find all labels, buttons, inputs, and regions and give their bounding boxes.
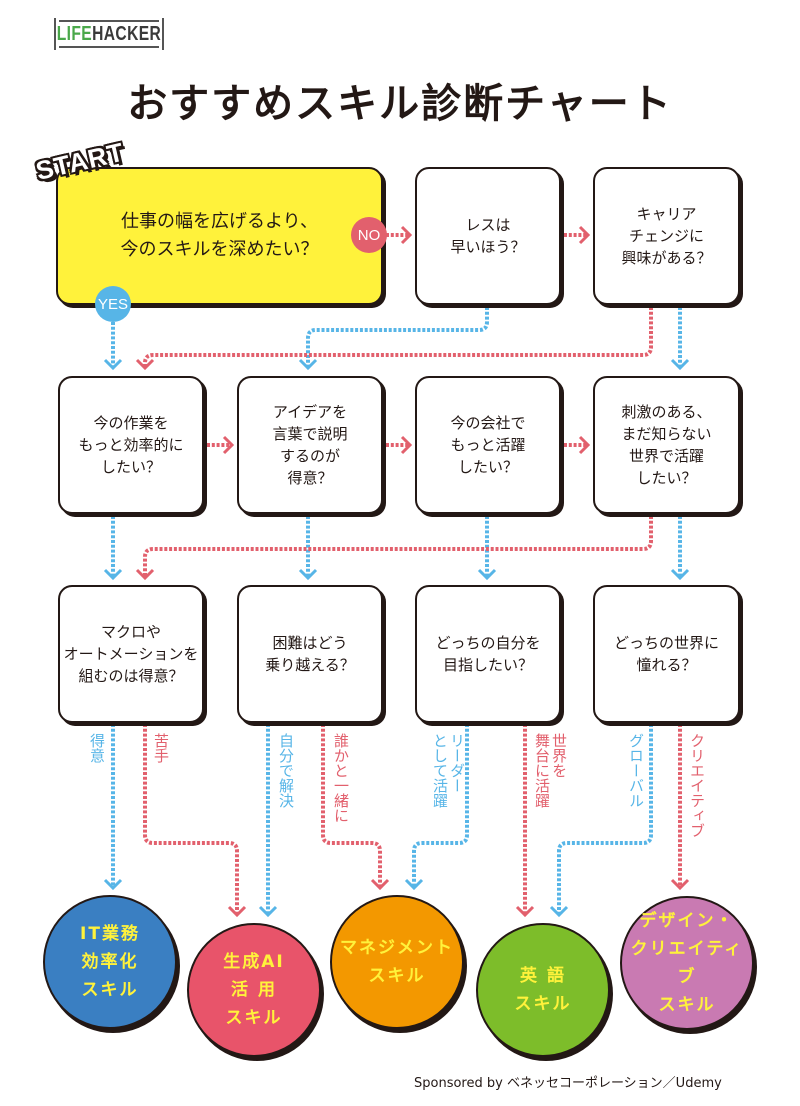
arrow-head-q6-q10 (477, 568, 497, 581)
result-management[interactable]: マネジメント スキル (330, 895, 464, 1029)
arrow-head-q2-q3 (578, 225, 591, 245)
branch-label-creative: クリエイティブ (688, 733, 706, 838)
result-it-efficiency[interactable]: IT業務 効率化 スキル (43, 895, 177, 1029)
arrow-head-q4-q5 (222, 435, 235, 455)
page-title: おすすめスキル診断チャート (127, 81, 673, 127)
logo-text-life: LIFE (56, 23, 93, 45)
question-box-reply-speed[interactable]: レスは 早いほう？ (415, 167, 561, 305)
arrow-head-q1-q4 (103, 358, 123, 371)
branch-label-bad-at: 苦手 (152, 733, 170, 763)
arrow-q3-no-to-q4 (143, 307, 653, 367)
arrow-q2-yes-to-q5 (306, 307, 489, 367)
arrow-q10-yes-to-r3 (412, 724, 469, 887)
arrow-head-q1-q2 (400, 225, 413, 245)
arrow-head-q2-q5 (298, 358, 318, 371)
arrow-head-q10-r3 (404, 878, 424, 891)
arrow-head-q5-q9 (298, 568, 318, 581)
lifehacker-logo: LIFEHACKER (54, 18, 164, 50)
no-badge: NO (351, 217, 387, 253)
arrow-q9-no-to-r3 (321, 724, 382, 887)
arrow-head-q6-q7 (578, 435, 591, 455)
branch-label-world-stage: 世界を 舞台に活躍 (533, 733, 568, 808)
branch-label-good-at: 得意 (88, 733, 106, 763)
question-box-self-goal[interactable]: どっちの自分を 目指したい？ (415, 585, 561, 723)
question-box-start[interactable]: 仕事の幅を広げるより、 今のスキルを深めたい？ (56, 167, 383, 305)
arrow-head-q10-r4 (515, 905, 535, 918)
arrow-head-q9-r3 (370, 878, 390, 891)
arrow-head-q7-q8 (135, 568, 155, 581)
arrow-head-q8-r2 (227, 905, 247, 918)
result-design-creative[interactable]: デザイン・ クリエイティブ スキル (620, 896, 754, 1030)
arrow-head-q7-q11 (670, 568, 690, 581)
question-box-career-change[interactable]: キャリア チェンジに 興味がある？ (593, 167, 740, 305)
yes-badge: YES (95, 286, 131, 322)
question-box-current-company[interactable]: 今の会社で もっと活躍 したい？ (415, 376, 561, 514)
question-box-efficiency[interactable]: 今の作業を もっと効率的に したい？ (58, 376, 204, 514)
arrow-head-q3-q7 (670, 358, 690, 371)
arrow-head-q11-r4 (549, 905, 569, 918)
arrow-head-q11-r5 (670, 878, 690, 891)
result-english[interactable]: 英 語 スキル (476, 923, 610, 1057)
arrow-head-q9-r2 (258, 905, 278, 918)
branch-label-leader: リーダー として活躍 (431, 733, 466, 808)
branch-label-global: グローバル (627, 733, 645, 808)
question-box-macro[interactable]: マクロや オートメーションを 組むのは得意？ (58, 585, 204, 723)
sponsor-credit: Sponsored by ベネッセコーポレーション／Udemy (414, 1076, 722, 1091)
question-box-new-world[interactable]: 刺激のある、 まだ知らない 世界で活躍 したい？ (593, 376, 740, 514)
logo-text-hacker: HACKER (92, 23, 162, 45)
branch-label-solve-alone: 自分で解決 (277, 733, 295, 808)
arrow-head-q8-r1 (103, 878, 123, 891)
arrow-q7-no-to-q8 (143, 516, 653, 577)
question-box-explain-ideas[interactable]: アイデアを 言葉で説明 するのが 得意？ (237, 376, 383, 514)
arrow-q11-yes-to-r4 (557, 724, 653, 914)
arrow-head-q5-q6 (400, 435, 413, 455)
arrow-head-q4-q8 (103, 568, 123, 581)
branch-label-with-others: 誰かと一緒に (332, 733, 350, 823)
question-box-difficulty[interactable]: 困難はどう 乗り越える？ (237, 585, 383, 723)
result-generative-ai[interactable]: 生成AI 活 用 スキル (187, 923, 321, 1057)
question-box-world-goal[interactable]: どっちの世界に 憧れる？ (593, 585, 740, 723)
arrow-q8-no-to-r2 (143, 724, 239, 914)
arrow-head-q3-q4 (135, 358, 155, 371)
